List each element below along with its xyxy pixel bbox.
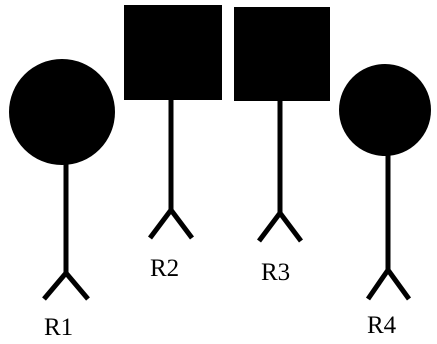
label-r3: R3	[261, 259, 290, 286]
fork-icon	[148, 208, 194, 240]
figure-r1: R1	[9, 59, 115, 341]
figure-r3: R3	[234, 7, 330, 286]
label-r4: R4	[367, 312, 397, 339]
square-icon	[234, 7, 330, 101]
label-r2: R2	[150, 255, 179, 282]
label-r1: R1	[44, 314, 73, 341]
fork-icon	[365, 268, 412, 301]
figure-r2: R2	[124, 5, 222, 282]
circle-icon	[339, 64, 431, 156]
circle-icon	[9, 59, 115, 165]
fork-icon	[257, 211, 303, 243]
fork-icon	[42, 271, 90, 301]
figure-r4: R4	[339, 64, 431, 339]
square-icon	[124, 5, 222, 100]
